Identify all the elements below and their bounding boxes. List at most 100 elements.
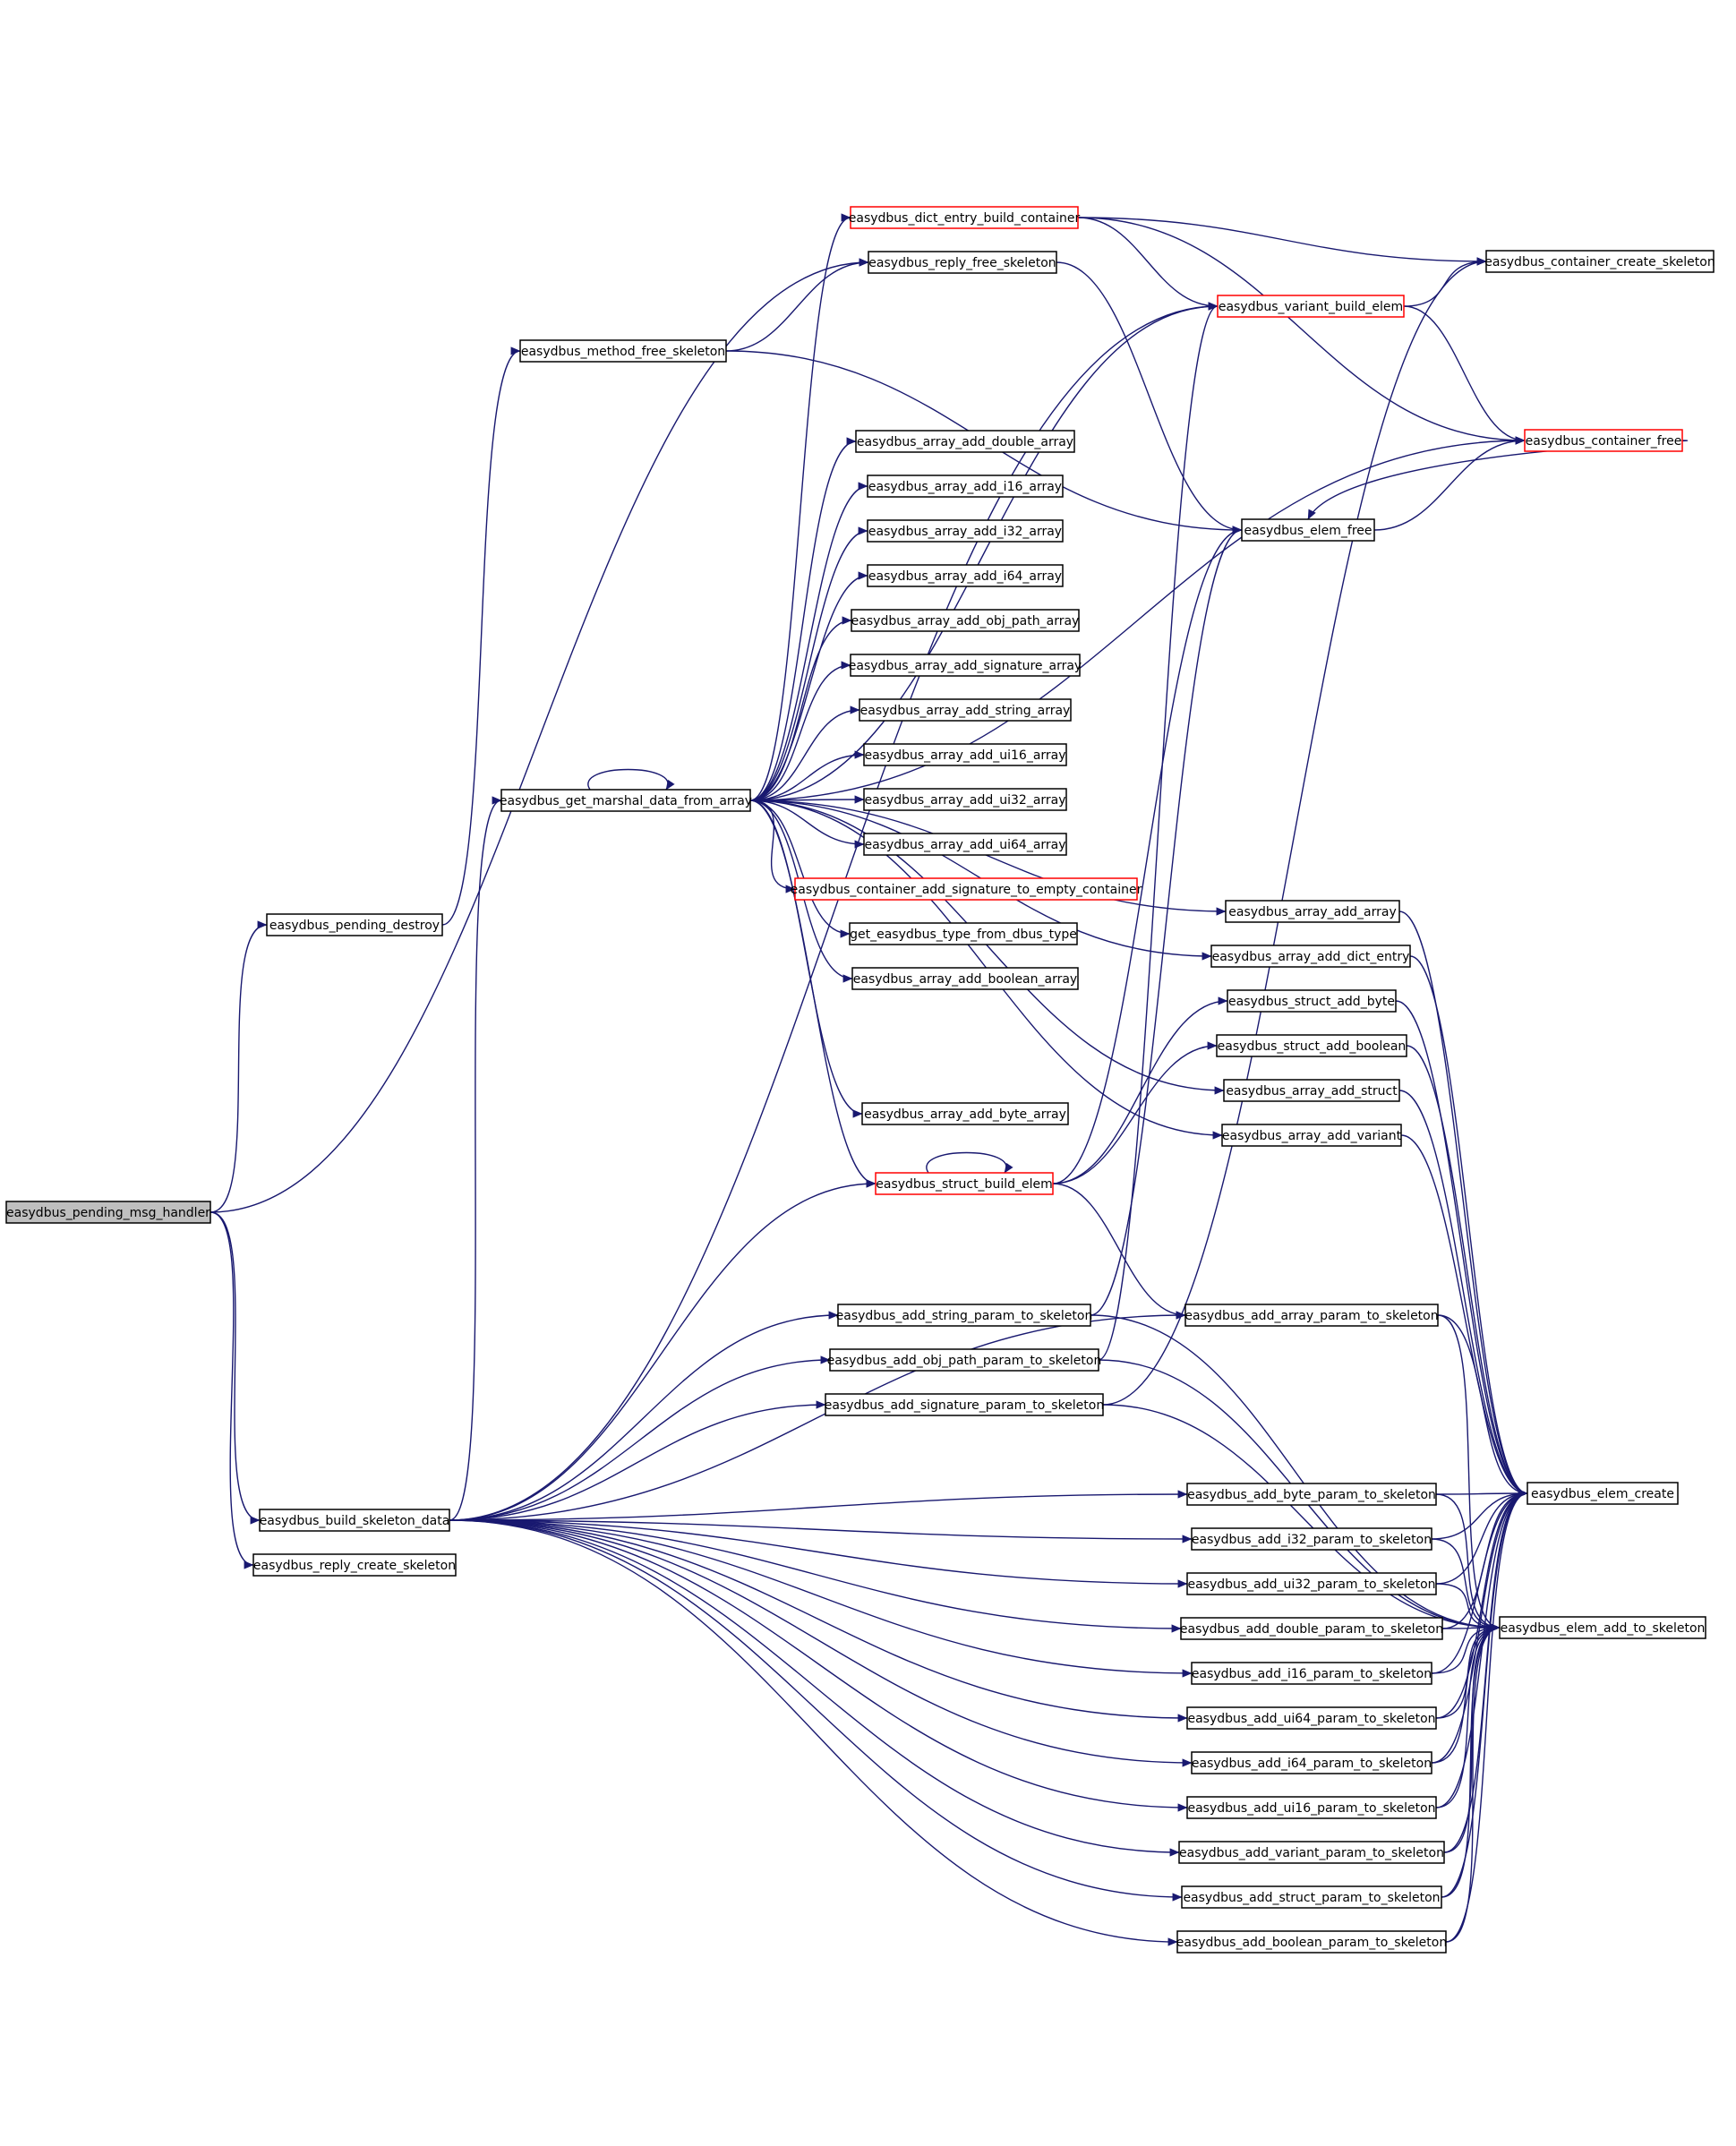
node-label: easydbus_array_add_boolean_array (853, 972, 1077, 987)
node-container-create-skeleton[interactable]: easydbus_container_create_skeleton (1484, 250, 1715, 273)
call-edge (1077, 217, 1487, 266)
call-edge (1052, 1041, 1218, 1184)
node-array-add-struct[interactable]: easydbus_array_add_struct (1223, 1079, 1400, 1102)
node-array-add-ui16-array[interactable]: easydbus_array_add_ui16_array (863, 743, 1067, 766)
node-label: easydbus_add_ui64_param_to_skeleton (1187, 1712, 1435, 1726)
call-edge (1443, 1623, 1501, 1853)
call-edge (449, 1519, 1193, 1767)
node-container-add-signature[interactable]: easydbus_container_add_signature_to_empt… (791, 877, 1142, 901)
node-container-free[interactable]: easydbus_container_free (1524, 429, 1683, 452)
call-edge (1052, 1183, 1186, 1320)
node-array-add-i64-array[interactable]: easydbus_array_add_i64_array (867, 564, 1064, 587)
node-elem-add-to-skeleton[interactable]: easydbus_elem_add_to_skeleton (1499, 1616, 1706, 1639)
call-edge (1437, 1314, 1501, 1632)
node-box (1221, 1124, 1402, 1147)
node-box (259, 1509, 450, 1532)
node-variant-build-elem[interactable]: easydbus_variant_build_elem (1217, 295, 1405, 318)
node-struct-build-elem[interactable]: easydbus_struct_build_elem (875, 1172, 1054, 1195)
call-edge (449, 1519, 1193, 1678)
node-array-add-boolean-array[interactable]: easydbus_array_add_boolean_array (851, 967, 1079, 990)
call-edge (210, 920, 268, 1213)
node-elem-create[interactable]: easydbus_elem_create (1526, 1482, 1679, 1505)
node-add-byte-param[interactable]: easydbus_add_byte_param_to_skeleton (1186, 1483, 1437, 1506)
node-dict-entry-build-container[interactable]: easydbus_dict_entry_build_container (849, 206, 1081, 229)
call-edge (1431, 1489, 1528, 1764)
call-edge (1406, 1045, 1528, 1498)
node-pending-msg-handler[interactable]: easydbus_pending_msg_handler (5, 1201, 211, 1224)
node-box (266, 913, 443, 936)
node-reply-create-skeleton[interactable]: easydbus_reply_create_skeleton (252, 1553, 457, 1577)
node-add-string-param[interactable]: easydbus_add_string_param_to_skeleton (836, 1304, 1093, 1327)
node-box (861, 1102, 1069, 1125)
node-label: easydbus_build_skeleton_data (260, 1514, 450, 1528)
node-add-i64-param[interactable]: easydbus_add_i64_param_to_skeleton (1191, 1751, 1432, 1774)
node-method-free-skeleton[interactable]: easydbus_method_free_skeleton (519, 339, 727, 363)
node-array-add-i16-array[interactable]: easydbus_array_add_i16_array (867, 475, 1064, 498)
node-label: easydbus_add_double_param_to_skeleton (1180, 1622, 1443, 1637)
node-label: easydbus_container_create_skeleton (1484, 255, 1715, 269)
node-add-struct-param[interactable]: easydbus_add_struct_param_to_skeleton (1181, 1885, 1442, 1909)
node-build-skeleton-data[interactable]: easydbus_build_skeleton_data (259, 1509, 450, 1532)
node-array-add-i32-array[interactable]: easydbus_array_add_i32_array (867, 519, 1064, 543)
call-edge (1445, 1489, 1528, 1943)
node-label: easydbus_add_ui32_param_to_skeleton (1187, 1577, 1435, 1592)
node-label: easydbus_add_i16_param_to_skeleton (1192, 1667, 1432, 1681)
node-array-add-ui64-array[interactable]: easydbus_array_add_ui64_array (863, 833, 1067, 856)
node-reply-free-skeleton[interactable]: easydbus_reply_free_skeleton (868, 251, 1057, 274)
node-get-marshal-data-from-array[interactable]: easydbus_get_marshal_data_from_array (500, 789, 752, 812)
node-add-ui16-param[interactable]: easydbus_add_ui16_param_to_skeleton (1186, 1796, 1437, 1819)
node-add-double-param[interactable]: easydbus_add_double_param_to_skeleton (1180, 1617, 1443, 1640)
node-array-add-string-array[interactable]: easydbus_array_add_string_array (859, 698, 1072, 722)
call-edge (1090, 526, 1243, 1316)
node-struct-add-boolean[interactable]: easydbus_struct_add_boolean (1216, 1034, 1407, 1057)
node-label: easydbus_array_add_ui32_array (864, 793, 1065, 808)
node-add-variant-param[interactable]: easydbus_add_variant_param_to_skeleton (1178, 1841, 1445, 1864)
node-array-add-array[interactable]: easydbus_array_add_array (1225, 900, 1400, 923)
node-elem-free[interactable]: easydbus_elem_free (1241, 518, 1375, 542)
node-label: easydbus_array_add_string_array (860, 704, 1071, 718)
node-label: easydbus_add_signature_param_to_skeleton (825, 1398, 1104, 1413)
node-array-add-double-array[interactable]: easydbus_array_add_double_array (855, 430, 1075, 453)
node-array-add-dict-entry[interactable]: easydbus_array_add_dict_entry (1210, 945, 1411, 968)
node-add-boolean-param[interactable]: easydbus_add_boolean_param_to_skeleton (1176, 1930, 1447, 1954)
node-label: easydbus_struct_add_boolean (1218, 1039, 1407, 1054)
node-box (849, 922, 1078, 945)
node-box (868, 251, 1057, 274)
node-box (825, 1393, 1104, 1416)
node-label: easydbus_array_add_array (1228, 905, 1396, 919)
node-struct-add-byte[interactable]: easydbus_struct_add_byte (1227, 989, 1397, 1013)
node-array-add-obj-path-array[interactable]: easydbus_array_add_obj_path_array (851, 609, 1080, 632)
node-label: easydbus_add_ui16_param_to_skeleton (1187, 1801, 1435, 1816)
call-edge (449, 1311, 1186, 1521)
node-add-signature-param[interactable]: easydbus_add_signature_param_to_skeleton (825, 1393, 1104, 1416)
node-get-type-from-dbus-type[interactable]: get_easydbus_type_from_dbus_type (849, 922, 1078, 945)
node-label: easydbus_get_marshal_data_from_array (500, 794, 752, 808)
call-edge (210, 1211, 261, 1525)
node-array-add-ui32-array[interactable]: easydbus_array_add_ui32_array (863, 788, 1067, 811)
call-edge (1431, 1538, 1501, 1632)
call-edge (449, 1519, 1188, 1723)
call-edge (449, 1519, 1183, 1902)
node-add-array-param[interactable]: easydbus_add_array_param_to_skeleton (1184, 1304, 1439, 1327)
call-edge (449, 796, 502, 1521)
node-label: easydbus_array_add_i64_array (868, 569, 1062, 584)
node-pending-destroy[interactable]: easydbus_pending_destroy (266, 913, 443, 936)
call-edge (1441, 1489, 1528, 1898)
node-array-add-signature-array[interactable]: easydbus_array_add_signature_array (849, 654, 1082, 677)
call-edge (749, 526, 868, 801)
node-add-ui32-param[interactable]: easydbus_add_ui32_param_to_skeleton (1186, 1572, 1437, 1595)
node-array-add-byte-array[interactable]: easydbus_array_add_byte_array (861, 1102, 1069, 1125)
node-box (867, 564, 1064, 587)
call-edge (1435, 1489, 1528, 1719)
call-edge (449, 1490, 1188, 1521)
node-add-ui64-param[interactable]: easydbus_add_ui64_param_to_skeleton (1186, 1706, 1437, 1730)
node-add-i32-param[interactable]: easydbus_add_i32_param_to_skeleton (1191, 1527, 1432, 1551)
call-edge (449, 1311, 839, 1521)
node-array-add-variant[interactable]: easydbus_array_add_variant (1221, 1124, 1402, 1147)
node-box (1227, 989, 1397, 1013)
node-add-i16-param[interactable]: easydbus_add_i16_param_to_skeleton (1191, 1662, 1432, 1685)
node-add-obj-path-param[interactable]: easydbus_add_obj_path_param_to_skeleton (827, 1348, 1102, 1372)
node-label: get_easydbus_type_from_dbus_type (850, 928, 1077, 942)
call-edge (449, 1519, 1180, 1857)
node-box (1526, 1482, 1679, 1505)
